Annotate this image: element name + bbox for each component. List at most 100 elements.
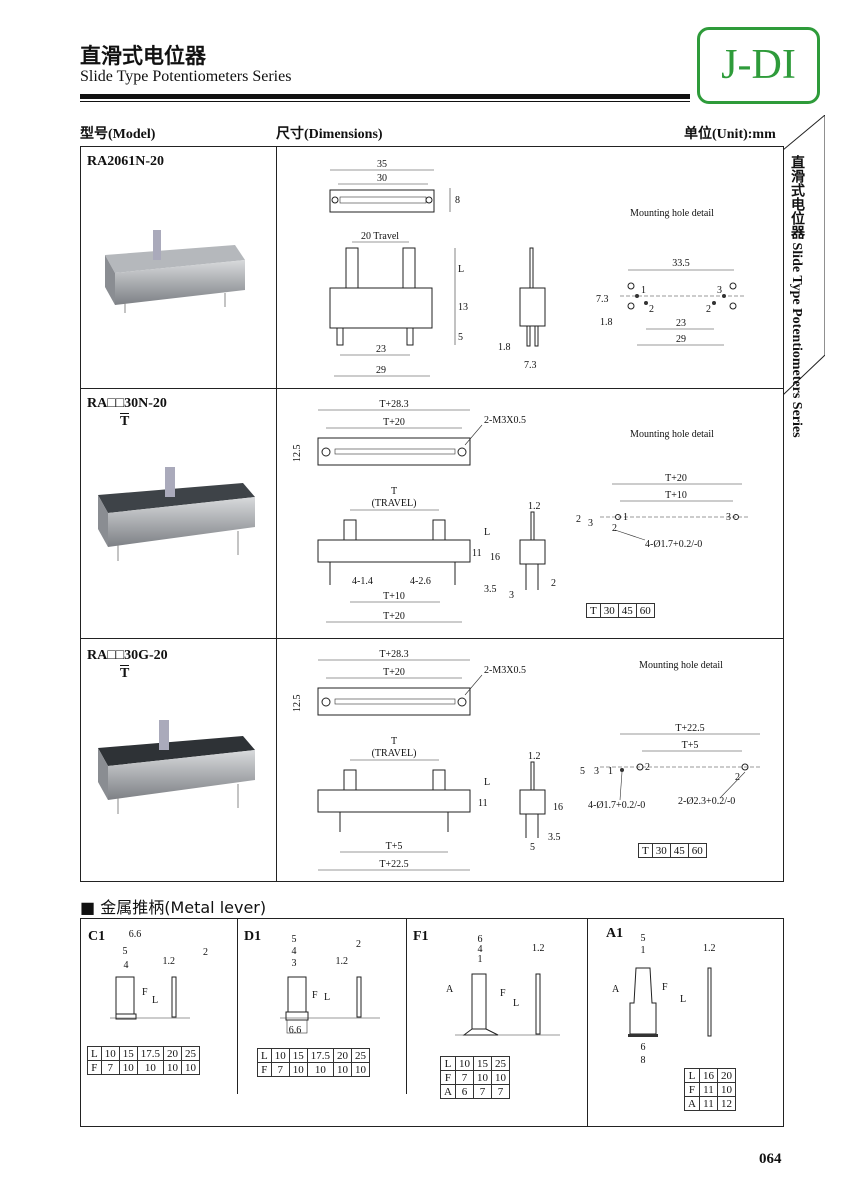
dimension-label: 10: [490, 1070, 510, 1085]
dimension-label: 7: [490, 1084, 510, 1099]
dimension-label: 2: [203, 947, 208, 958]
dimension-label: 23: [676, 318, 686, 329]
divider: [406, 919, 407, 1094]
model-name: RA□□30G-20: [87, 648, 168, 663]
dimension-label: 2: [649, 304, 654, 315]
dimension-label: 3.5: [548, 832, 561, 843]
dimension-label: 1.2: [703, 943, 716, 954]
dimension-label: 7: [472, 1084, 492, 1099]
dimension-label: 7.3: [524, 360, 537, 371]
dimension-label: 33.5: [672, 258, 690, 269]
dimension-label: A: [440, 1084, 456, 1099]
model-sub: T: [120, 413, 130, 429]
divider: [237, 919, 238, 1094]
dimension-label: A: [612, 984, 620, 995]
dimension-label: 7.3: [596, 294, 609, 305]
dimension-label: T+22.5: [379, 859, 408, 870]
row-divider: [81, 638, 783, 639]
header-rule-thin: [80, 101, 690, 102]
dimension-label: 1: [641, 285, 646, 296]
dimension-label: T: [638, 843, 653, 858]
product-photo: [98, 467, 255, 561]
dimension-label: 4-Ø1.7+0.2/-0: [645, 539, 702, 550]
dimension-label: F: [142, 987, 148, 998]
dimension-label: 12.5: [292, 445, 303, 463]
dimension-label: 13: [458, 302, 468, 313]
dimension-label: 1.8: [498, 342, 511, 353]
dimension-label: L: [513, 998, 519, 1009]
dimension-label: F: [684, 1082, 700, 1097]
dimension-label: L: [680, 994, 686, 1005]
dimension-label: 23: [376, 344, 386, 355]
dimension-label: 10: [270, 1048, 290, 1063]
dimension-label: 4: [478, 944, 483, 955]
model-sub: T: [120, 665, 130, 681]
dimension-label: 17.5: [306, 1048, 334, 1063]
dimension-label: 6: [478, 934, 483, 945]
dimension-label: 2-Ø2.3+0.2/-0: [678, 796, 735, 807]
dimension-label: 25: [180, 1046, 200, 1061]
lever-name: D1: [244, 929, 262, 944]
dimension-label: 12: [716, 1096, 736, 1111]
dimension-label: 11: [472, 548, 482, 559]
dimension-label: 30: [651, 843, 671, 858]
dimension-label: 1.2: [163, 956, 176, 967]
dimension-label: 20 Travel: [361, 231, 399, 242]
dimension-label: F: [500, 988, 506, 999]
dimension-label: 10: [136, 1060, 164, 1075]
dimension-label: 15: [118, 1046, 138, 1061]
dimension-label: L: [684, 1068, 700, 1083]
dimension-label: L: [484, 527, 490, 538]
dimension-label: F: [440, 1070, 456, 1085]
dimension-label: L: [87, 1046, 102, 1061]
dimension-label: (TRAVEL): [372, 748, 417, 759]
dimension-label: 16: [490, 552, 500, 563]
dimension-label: 10: [472, 1070, 492, 1085]
dimension-label: 3: [726, 512, 731, 523]
dimension-label: 5: [530, 842, 535, 853]
dimension-label: 10: [306, 1062, 334, 1077]
dimension-label: 10: [180, 1060, 200, 1075]
dimension-label: T+20: [383, 611, 405, 622]
dimension-label: 10: [288, 1062, 308, 1077]
dimension-label: 60: [635, 603, 655, 618]
dimension-label: T+28.3: [379, 399, 408, 410]
dimension-label: 5: [580, 766, 585, 777]
dimension-drawing-ra30g: T+28.3T+20 2-M3X0.5 12.5 T(TRAVEL) L11 T…: [292, 649, 760, 871]
dimension-label: 15: [472, 1056, 492, 1071]
dimension-label: 2: [612, 523, 617, 534]
dimension-label: 2: [576, 514, 581, 525]
dimension-label: 20: [716, 1068, 736, 1083]
dimension-label: 20: [332, 1048, 352, 1063]
dimension-label: 2: [551, 578, 556, 589]
page-number: 064: [759, 1151, 782, 1167]
dimension-label: 6.6: [129, 929, 142, 940]
dimension-label: A: [684, 1096, 700, 1111]
dimension-label: T: [391, 486, 397, 497]
dimension-label: 1: [608, 766, 613, 777]
dimension-label: 7: [100, 1060, 120, 1075]
dimension-label: 35: [377, 159, 387, 170]
dimension-label: 20: [162, 1046, 182, 1061]
dimension-label: 2: [706, 304, 711, 315]
dimension-label: 30: [377, 173, 387, 184]
dimension-label: 4: [292, 946, 297, 957]
dimension-label: 25: [490, 1056, 510, 1071]
dimension-label: 2: [356, 939, 361, 950]
dimension-label: 1.8: [600, 317, 613, 328]
dimension-label: 3: [292, 958, 297, 969]
dimension-label: 4: [124, 960, 129, 971]
side-tab-label: 直滑式电位器 Slide Type Potentiometers Series: [789, 155, 804, 438]
dimension-label: 3: [588, 518, 593, 529]
lever-name: F1: [413, 929, 429, 944]
lever-name: C1: [88, 929, 106, 944]
dimension-label: 7: [270, 1062, 290, 1077]
dimension-label: 4-2.6: [410, 576, 431, 587]
dimension-label: T+5: [386, 841, 403, 852]
page-title-en: Slide Type Potentiometers Series: [80, 68, 292, 85]
dimension-label: 8: [455, 195, 460, 206]
